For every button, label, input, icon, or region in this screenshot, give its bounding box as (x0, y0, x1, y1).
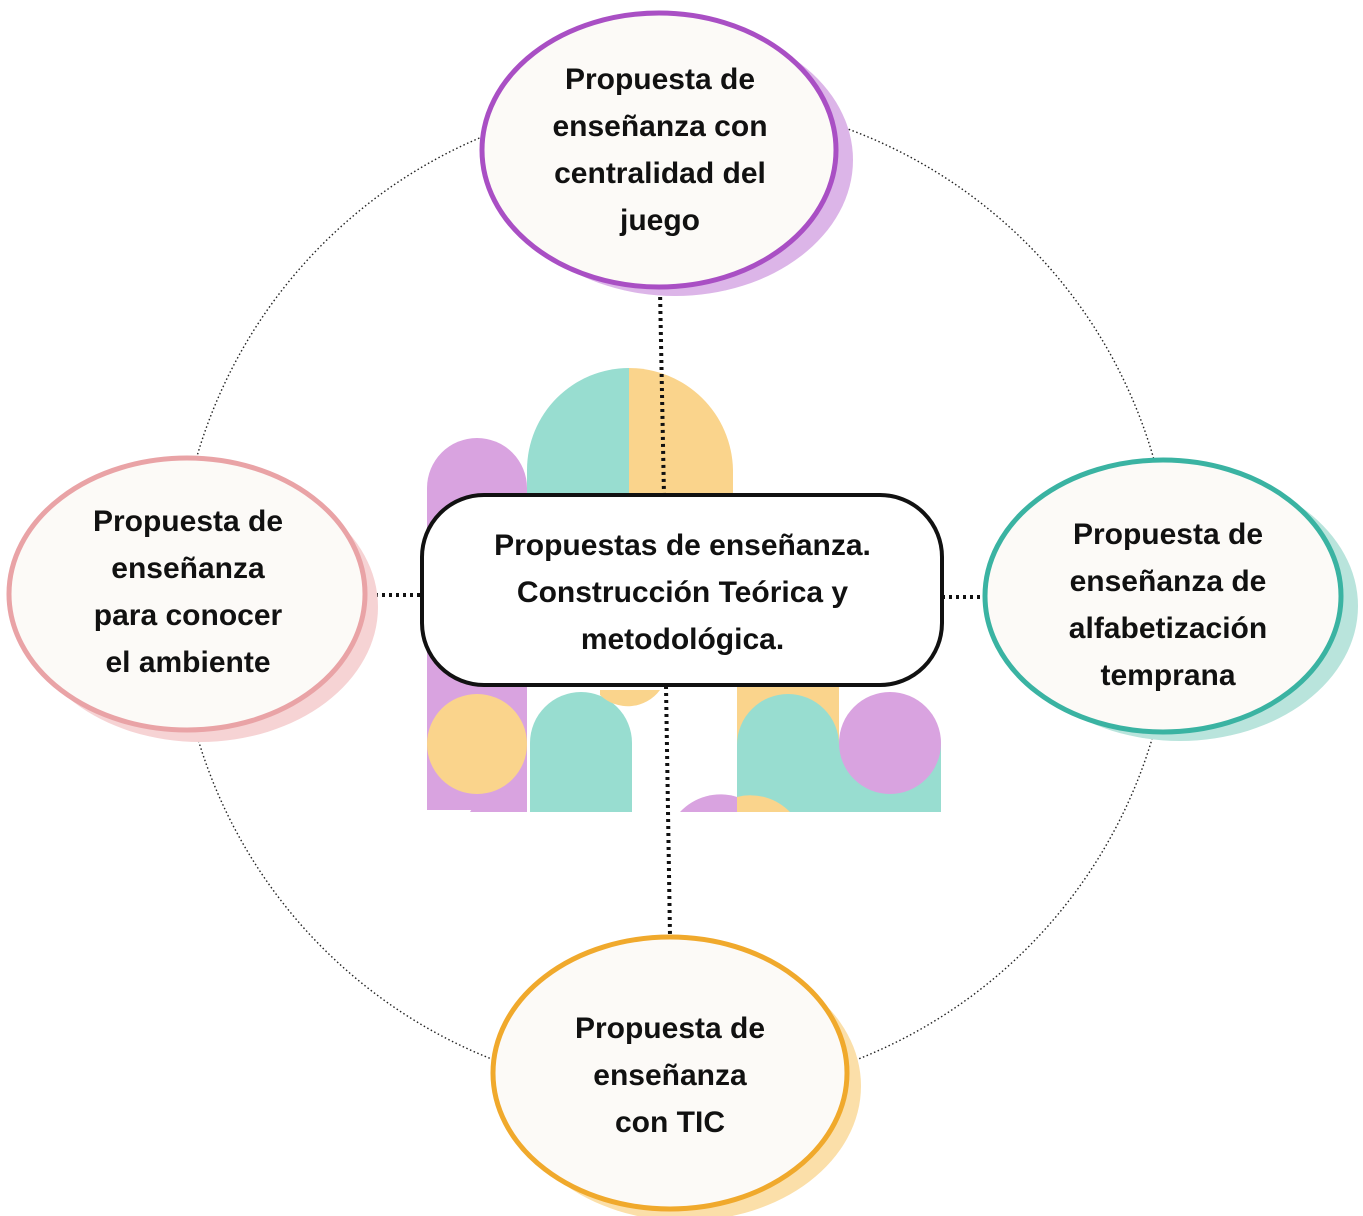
connector-bottom (664, 685, 672, 937)
node-top-label: Propuesta de enseñanza con centralidad d… (552, 63, 768, 237)
node-right-label: Propuesta de enseñanza de alfabetización… (1068, 518, 1268, 692)
pattern-purple-circle (839, 692, 941, 794)
node-right (982, 457, 1358, 741)
node-top-ellipse (479, 10, 839, 290)
decorative-pattern (427, 368, 941, 812)
center-label: Propuestas de enseñanza. Construcción Te… (494, 529, 871, 656)
pattern-yellow-fragment (600, 690, 660, 707)
node-left-label: Propuesta de enseñanza para conocer el a… (92, 505, 284, 679)
pattern-teal-half (527, 368, 629, 495)
pattern-purple-arc (470, 791, 527, 812)
pattern-yellow-arc-bottom (737, 795, 790, 812)
node-top (479, 10, 853, 296)
pattern-teal-arch-right (737, 694, 839, 812)
pattern-yellow-circle (427, 694, 527, 794)
node-left-ellipse (6, 455, 368, 733)
node-bottom (490, 934, 861, 1216)
center-box (420, 493, 944, 687)
pattern-purple-arc-bottom (680, 794, 737, 812)
pattern-teal-arch (530, 692, 632, 812)
pattern-yellow-half (629, 368, 733, 495)
node-bottom-label: Propuesta de enseñanza con TIC (574, 1011, 766, 1139)
node-bottom-ellipse (490, 934, 850, 1212)
node-left (6, 455, 378, 742)
node-right-ellipse (982, 457, 1344, 735)
